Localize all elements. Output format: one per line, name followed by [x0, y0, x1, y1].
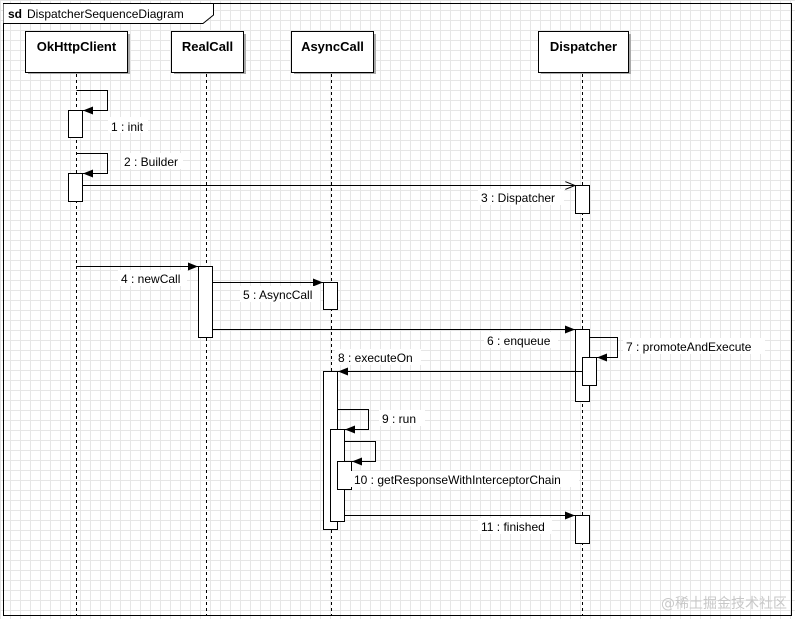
activation-dispatcher-4 — [575, 515, 590, 544]
label-backgrounds — [108, 117, 765, 534]
frame-tab — [3, 3, 214, 24]
activation-asynccall-1 — [323, 282, 338, 310]
message-label-7: 7 : promoteAndExecute — [626, 340, 752, 354]
frame-kind: sd — [8, 7, 22, 21]
watermark-text: @稀土掘金技术社区 — [661, 596, 787, 612]
activation-okhttpclient-1 — [68, 110, 83, 138]
activation-asynccall-4 — [337, 461, 352, 490]
message-arrow-9 — [337, 409, 369, 434]
diagram-frame — [3, 3, 792, 616]
lifeline-head-asynccall[interactable]: AsyncCall — [291, 31, 377, 75]
lifeline-title-asynccall: AsyncCall — [301, 39, 364, 54]
lifeline-head-dispatcher[interactable]: Dispatcher — [538, 31, 632, 75]
message-arrow-10 — [344, 441, 376, 466]
activation-dispatcher-3 — [582, 357, 597, 386]
message-arrow-2 — [76, 153, 108, 178]
message-label-1: 1 : init — [111, 120, 144, 134]
message-label-3: 3 : Dispatcher — [481, 191, 555, 205]
message-label-2: 2 : Builder — [124, 155, 178, 169]
frame-title: DispatcherSequenceDiagram — [27, 7, 184, 21]
message-label-4: 4 : newCall — [121, 272, 180, 286]
lifeline-title-realcall: RealCall — [182, 39, 233, 54]
message-label-10: 10 : getResponseWithInterceptorChain — [354, 473, 561, 487]
message-label-9: 9 : run — [382, 412, 416, 426]
message-label-5: 5 : AsyncCall — [243, 288, 312, 302]
activation-bars — [68, 110, 597, 544]
lifeline-head-okhttpclient[interactable]: OkHttpClient — [25, 31, 131, 75]
message-label-6: 6 : enqueue — [487, 334, 551, 348]
message-label-8: 8 : executeOn — [338, 351, 413, 365]
message-arrows — [76, 90, 618, 520]
activation-dispatcher-1 — [575, 185, 590, 214]
message-arrow-7 — [589, 337, 618, 362]
activation-okhttpclient-2 — [68, 173, 83, 202]
lifeline-title-dispatcher: Dispatcher — [550, 39, 617, 54]
message-arrow-1 — [76, 90, 108, 115]
activation-realcall-1 — [198, 266, 213, 338]
message-label-11: 11 : finished — [481, 520, 545, 534]
message-labels: 1 : init 2 : Builder 3 : Dispatcher 4 : … — [111, 120, 752, 534]
lifeline-title-okhttpclient: OkHttpClient — [37, 39, 117, 54]
lifeline-head-realcall[interactable]: RealCall — [171, 31, 247, 75]
